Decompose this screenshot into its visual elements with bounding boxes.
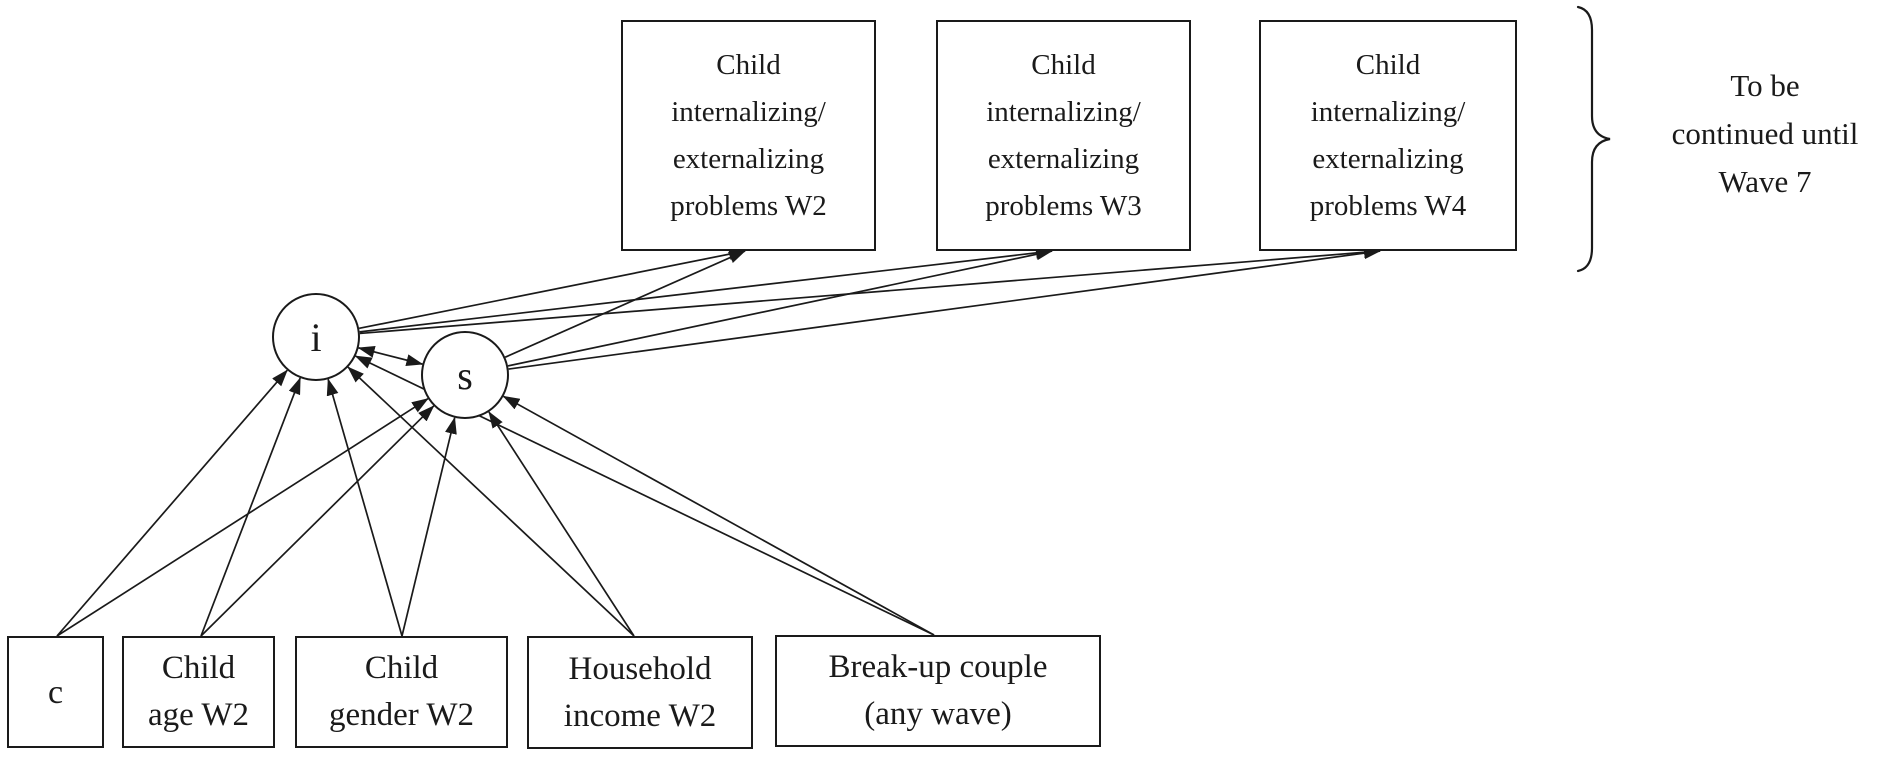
node-label-line: internalizing/ [671, 95, 826, 128]
observed-box-w4: Child internalizing/externalizing problems… [1259, 20, 1517, 251]
edge-i-w4-arrow [359, 246, 1381, 335]
node-label-line: income W2 [563, 697, 717, 734]
node-label-line: externalizing [987, 142, 1140, 175]
node-label-line: Household [568, 650, 712, 687]
node-label-line: Child [161, 650, 236, 686]
continuation-note-line: Wave 7 [1718, 164, 1812, 199]
node-label-line: externalizing [672, 142, 825, 175]
edge-s-w2-arrow [504, 250, 746, 358]
edge-gender-s-arrow [401, 416, 457, 637]
edge-s-w3-arrow [507, 248, 1053, 367]
continuation-note-line: To be [1730, 68, 1800, 103]
observed-box-w2: Child internalizing/externalizing problems… [621, 20, 876, 251]
edge-age-i-arrow [200, 377, 301, 637]
node-label-line: age W2 [147, 697, 250, 733]
covariate-box-age: Child age W2 [122, 636, 275, 748]
edge-i-s-covariance-arrow [357, 346, 424, 366]
node-label-line: Break-up couple [828, 649, 1048, 685]
node-label-line: problems W4 [1309, 189, 1467, 222]
edge-i-w3-arrow [359, 246, 1053, 333]
covariate-box-c: c [7, 636, 104, 748]
node-label-line: i [310, 314, 322, 360]
edge-i-w2-arrow [358, 248, 746, 330]
edge-s-w4-arrow [508, 247, 1381, 370]
observed-box-w3: Child internalizing/externalizing problems… [936, 20, 1191, 251]
continuation-note-line: continued until [1671, 116, 1859, 151]
node-label-line: problems W2 [670, 189, 827, 222]
edge-c-s-arrow [56, 397, 429, 637]
node-label-line: problems W3 [985, 189, 1142, 222]
edge-breakup-s-arrow [502, 395, 935, 636]
node-label-line: Child [716, 48, 781, 81]
latent-circle-s: s [421, 331, 509, 419]
edge-income-i-arrow [347, 366, 635, 637]
node-label-line: internalizing/ [1310, 95, 1466, 128]
covariate-box-income: Household income W2 [527, 636, 753, 749]
continuation-brace [1576, 5, 1611, 273]
covariate-box-gender: Child gender W2 [295, 636, 508, 748]
node-label-line: Child [1355, 48, 1421, 81]
node-label-line: externalizing [1312, 142, 1464, 175]
node-label-line: gender W2 [328, 697, 475, 733]
node-label-line: internalizing/ [986, 95, 1141, 128]
node-label-line: (any wave) [864, 696, 1012, 732]
node-label-line: Child [364, 650, 439, 686]
latent-circle-i: i [272, 293, 360, 381]
edge-c-i-arrow [56, 369, 288, 637]
continuation-note: To be continued until Wave 7 [1630, 62, 1889, 206]
node-label-line: s [457, 352, 473, 398]
node-label-line: Child [1031, 48, 1096, 81]
edge-gender-i-arrow [326, 378, 403, 637]
covariate-box-breakup: Break-up couple (any wave) [775, 635, 1101, 747]
node-label-line: c [47, 673, 64, 711]
edge-income-s-arrow [488, 411, 635, 637]
edge-age-s-arrow [200, 405, 435, 637]
